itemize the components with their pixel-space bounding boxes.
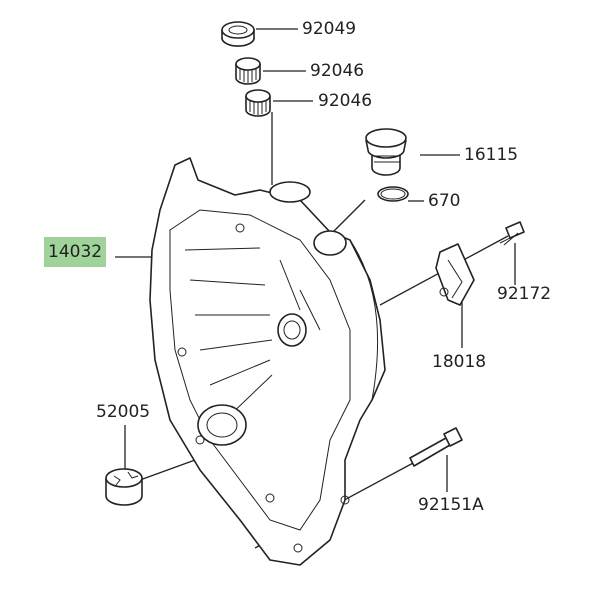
part-label-16115[interactable]: 16115: [464, 145, 519, 165]
part-label-92046[interactable]: 92046: [310, 61, 365, 81]
part-52005-cap[interactable]: [105, 468, 143, 506]
part-92151a-bolt[interactable]: [409, 427, 463, 467]
part-label-92046-2[interactable]: 92046: [318, 91, 373, 111]
part-92049-oil-seal[interactable]: [221, 21, 255, 47]
part-label-92172[interactable]: 92172: [497, 284, 552, 304]
part-18018-guide[interactable]: [435, 243, 475, 306]
part-14032-clutch-cover[interactable]: [149, 157, 386, 566]
part-92172-screw[interactable]: [499, 221, 525, 246]
part-92046-needle-bearing[interactable]: [235, 57, 261, 85]
part-16115-plug[interactable]: [365, 128, 407, 176]
part-label-18018[interactable]: 18018: [432, 352, 487, 372]
part-label-14032-highlighted[interactable]: 14032: [44, 237, 107, 267]
part-670-o-ring[interactable]: [377, 186, 409, 202]
part-label-670[interactable]: 670: [428, 191, 461, 211]
part-label-92151a[interactable]: 92151A: [418, 495, 484, 515]
part-label-52005[interactable]: 52005: [96, 402, 151, 422]
part-92046-needle-bearing-2[interactable]: [245, 89, 271, 117]
part-label-92049[interactable]: 92049: [302, 19, 357, 39]
